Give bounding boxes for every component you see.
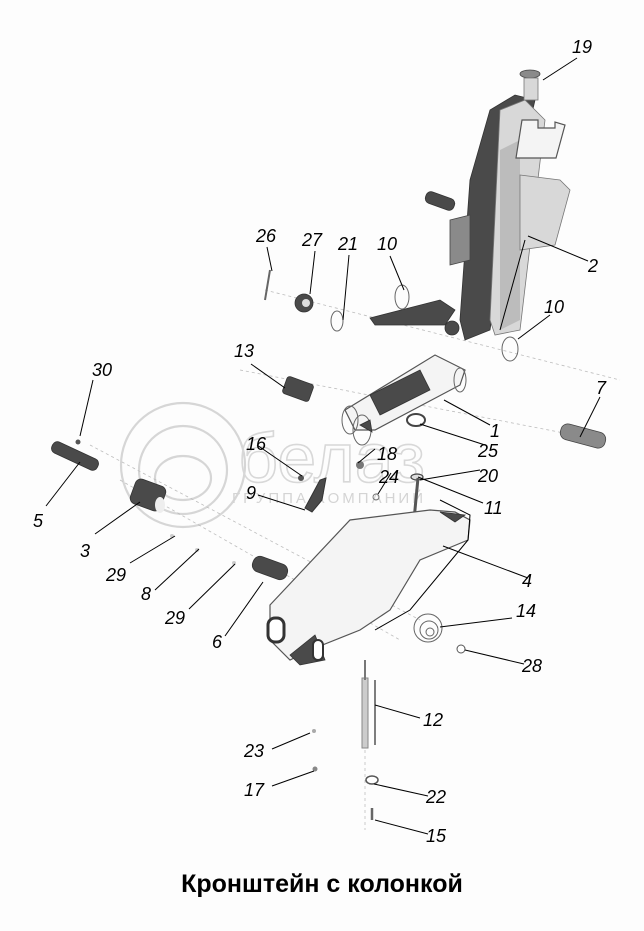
callout-13: 13 xyxy=(234,341,254,361)
callout-6: 6 xyxy=(212,632,223,652)
callout-7: 7 xyxy=(596,378,607,398)
callout-3: 3 xyxy=(80,541,90,561)
callout-18: 18 xyxy=(377,444,397,464)
callout-4: 4 xyxy=(522,571,532,591)
callout-2: 2 xyxy=(587,256,598,276)
part-21-washer xyxy=(330,310,344,332)
callout-14: 14 xyxy=(516,601,536,621)
part-14-spring xyxy=(413,613,443,643)
watermark-brand: белаз xyxy=(238,419,425,497)
part-8-bushing xyxy=(195,548,199,552)
part-4-bracket xyxy=(266,509,471,666)
callout-29-lower: 29 xyxy=(164,608,185,628)
callout-17: 17 xyxy=(244,780,265,800)
watermark-logo: белаз ГРУППА КОМПАНИЙ xyxy=(119,401,426,529)
callout-21: 21 xyxy=(337,234,358,254)
part-24-washer xyxy=(372,493,380,501)
part-30-grease-fitting xyxy=(75,439,81,445)
callout-25: 25 xyxy=(477,441,499,461)
callout-20: 20 xyxy=(477,466,498,486)
part-9-clamp xyxy=(304,477,327,513)
part-10-ring-upper xyxy=(394,284,410,310)
callout-10-lower: 10 xyxy=(544,297,564,317)
callout-28: 28 xyxy=(521,656,542,676)
part-16-screw xyxy=(298,475,304,481)
callout-30: 30 xyxy=(92,360,112,380)
callout-29-upper: 29 xyxy=(105,565,126,585)
callout-22: 22 xyxy=(425,787,446,807)
callout-8: 8 xyxy=(141,584,151,604)
callout-1: 1 xyxy=(490,421,500,441)
part-12-rod xyxy=(361,660,376,749)
callout-12: 12 xyxy=(423,710,443,730)
callout-15: 15 xyxy=(426,826,447,846)
callout-23: 23 xyxy=(243,741,264,761)
callout-24: 24 xyxy=(378,467,399,487)
part-27-castle-nut xyxy=(294,293,314,313)
callout-labels: 19 2 26 27 21 10 10 13 30 7 1 25 16 18 2… xyxy=(33,37,607,846)
callout-19: 19 xyxy=(572,37,592,57)
callout-9: 9 xyxy=(246,483,256,503)
callout-27: 27 xyxy=(301,230,323,250)
diagram-caption: Кронштейн с колонкой xyxy=(181,870,463,898)
part-26-cotter-pin xyxy=(264,269,271,301)
callout-10-upper: 10 xyxy=(377,234,397,254)
callout-11: 11 xyxy=(484,498,503,518)
part-7-pin xyxy=(559,423,607,449)
part-13-bushing xyxy=(282,376,314,402)
callout-16: 16 xyxy=(246,434,267,454)
part-2-steering-column xyxy=(369,69,571,341)
part-6-pin xyxy=(251,555,289,581)
part-10-ring-lower xyxy=(501,336,519,362)
part-1-lever xyxy=(341,354,467,446)
part-5-pin xyxy=(51,441,99,471)
part-18-nut xyxy=(356,461,364,469)
part-25-washer xyxy=(406,413,426,427)
callout-26: 26 xyxy=(255,226,277,246)
part-22-washer xyxy=(365,775,379,785)
watermark-subtitle: ГРУППА КОМПАНИЙ xyxy=(232,489,426,507)
callout-5: 5 xyxy=(33,511,44,531)
part-23-pin xyxy=(312,729,316,733)
part-28-ball xyxy=(456,644,466,654)
part-17-pin xyxy=(312,766,318,772)
leader-lines xyxy=(45,57,601,835)
